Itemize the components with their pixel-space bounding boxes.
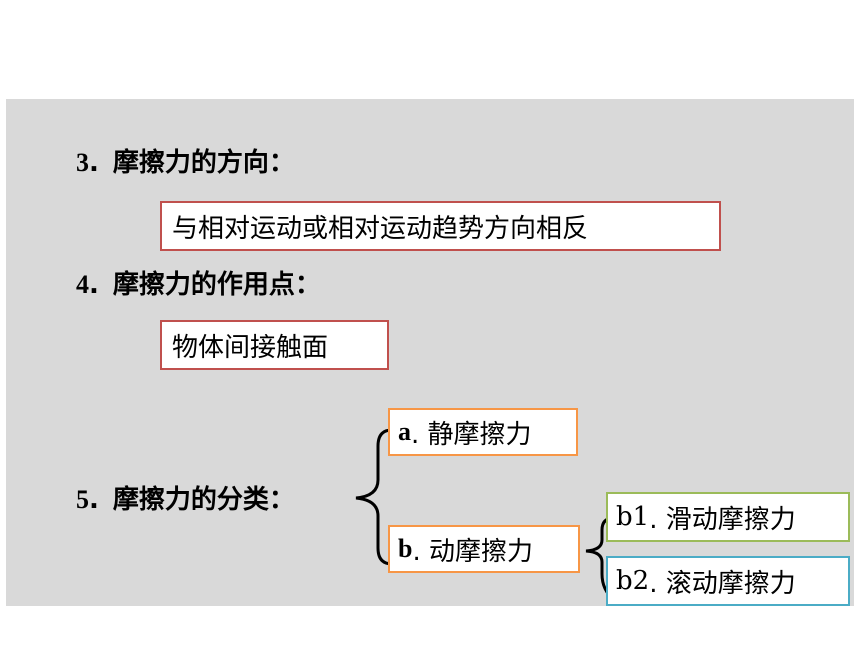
section4-sep: .: [89, 270, 99, 300]
section5-sep: .: [89, 485, 99, 515]
type-a-label: . 静摩擦力: [411, 419, 532, 450]
type-a-prefix: a: [398, 417, 411, 446]
type-b1-prefix: b1: [616, 502, 650, 532]
type-b-label: . 动摩擦力: [412, 536, 533, 567]
type-b2-prefix: b2: [616, 566, 650, 596]
type-b-box: b. 动摩擦力: [388, 525, 580, 573]
section4-number: 4: [76, 270, 89, 299]
section5-heading: 5. 摩擦力的分类：: [76, 485, 295, 515]
type-b2-label: . 滚动摩擦力: [649, 568, 796, 599]
section3-title: 摩擦力的方向：: [112, 148, 295, 178]
section4-answer: 物体间接触面: [172, 332, 329, 363]
section5-number: 5: [76, 485, 89, 514]
type-a-box: a. 静摩擦力: [388, 408, 578, 456]
section3-number: 3: [76, 148, 89, 177]
section5-title: 摩擦力的分类：: [112, 485, 295, 515]
section4-heading: 4. 摩擦力的作用点：: [76, 270, 321, 300]
type-b1-label: . 滑动摩擦力: [649, 504, 796, 535]
type-b-prefix: b: [398, 534, 413, 563]
section3-answer: 与相对运动或相对运动趋势方向相反: [172, 213, 589, 244]
sub-brace: [585, 516, 615, 602]
type-b2-box: b2. 滚动摩擦力: [606, 556, 850, 606]
main-brace: [355, 428, 393, 566]
section4-title: 摩擦力的作用点：: [112, 270, 321, 300]
section4-answer-box: 物体间接触面: [160, 320, 389, 370]
section3-answer-box: 与相对运动或相对运动趋势方向相反: [160, 201, 721, 251]
type-b1-box: b1. 滑动摩擦力: [606, 492, 850, 542]
section3-sep: .: [89, 148, 99, 178]
section3-heading: 3. 摩擦力的方向：: [76, 148, 295, 178]
